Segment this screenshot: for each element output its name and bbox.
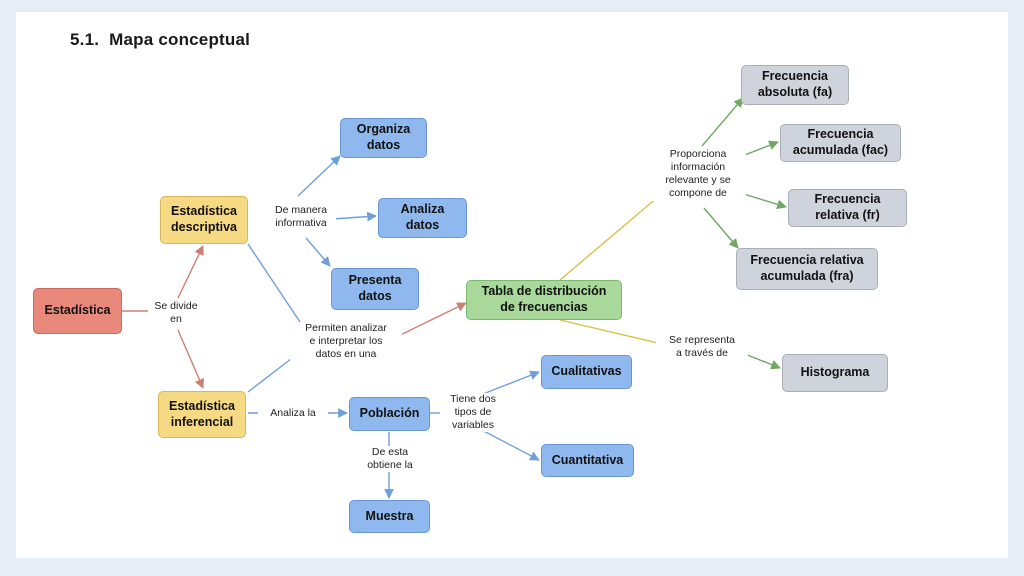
node-estadistica-descriptiva: Estadística descriptiva: [160, 196, 248, 244]
edge-descriptiva-to-label: [247, 243, 301, 323]
edge-to-inferencial: [177, 329, 205, 389]
edge-descriptiva-to-analiza: [331, 211, 377, 222]
node-histograma: Histograma: [782, 354, 888, 392]
label-de-esta-obtiene-la: De esta obtiene la: [352, 446, 428, 473]
node-organiza-datos: Organiza datos: [340, 118, 427, 158]
edge-to-fra: [703, 207, 739, 249]
node-frecuencia-acumulada: Frecuencia acumulada (fac): [780, 124, 901, 162]
edge-to-fa: [701, 97, 744, 147]
edge-poblacion-to-cuantitativa: [477, 427, 540, 461]
node-muestra: Muestra: [349, 500, 430, 533]
node-cuantitativa: Cuantitativa: [541, 444, 634, 477]
title-text: Mapa conceptual: [109, 30, 251, 49]
edge-to-descriptiva: [177, 245, 204, 299]
node-analiza-datos: Analiza datos: [378, 198, 467, 238]
edge-label-to-tabla: [389, 302, 467, 341]
node-presenta-datos: Presenta datos: [331, 268, 419, 310]
label-de-manera-informativa: De manera informativa: [266, 204, 336, 231]
node-poblacion: Población: [349, 397, 430, 431]
node-frecuencia-relativa-acumulada: Frecuencia relativa acumulada (fra): [736, 248, 878, 290]
label-permiten-analizar: Permiten analizar e interpretar los dato…: [290, 322, 402, 362]
label-se-representa: Se representa a través de: [656, 334, 748, 361]
node-cualitativas: Cualitativas: [541, 355, 632, 389]
label-analiza-la: Analiza la: [258, 407, 328, 421]
node-tabla-distribucion: Tabla de distribución de frecuencias: [466, 280, 622, 320]
edge-tabla-to-label: [559, 184, 673, 281]
node-estadistica-inferencial: Estadística inferencial: [158, 391, 246, 438]
page-title: 5.1. Mapa conceptual: [70, 30, 250, 50]
label-proporciona-informacion: Proporciona información relevante y se c…: [650, 148, 746, 201]
node-frecuencia-absoluta: Frecuencia absoluta (fa): [741, 65, 849, 105]
label-tiene-dos-tipos: Tiene dos tipos de variables: [440, 393, 506, 433]
edge-descriptiva-to-presenta: [305, 237, 331, 267]
edge-descriptiva-to-organiza: [297, 155, 341, 197]
title-number: 5.1.: [70, 30, 100, 49]
label-se-divide-en: Se divide en: [148, 300, 204, 327]
node-frecuencia-relativa: Frecuencia relativa (fr): [788, 189, 907, 227]
edge-poblacion-to-cualitativas: [477, 370, 540, 397]
edge-tabla-to-label2: [559, 319, 663, 345]
node-estadistica: Estadística: [33, 288, 122, 334]
